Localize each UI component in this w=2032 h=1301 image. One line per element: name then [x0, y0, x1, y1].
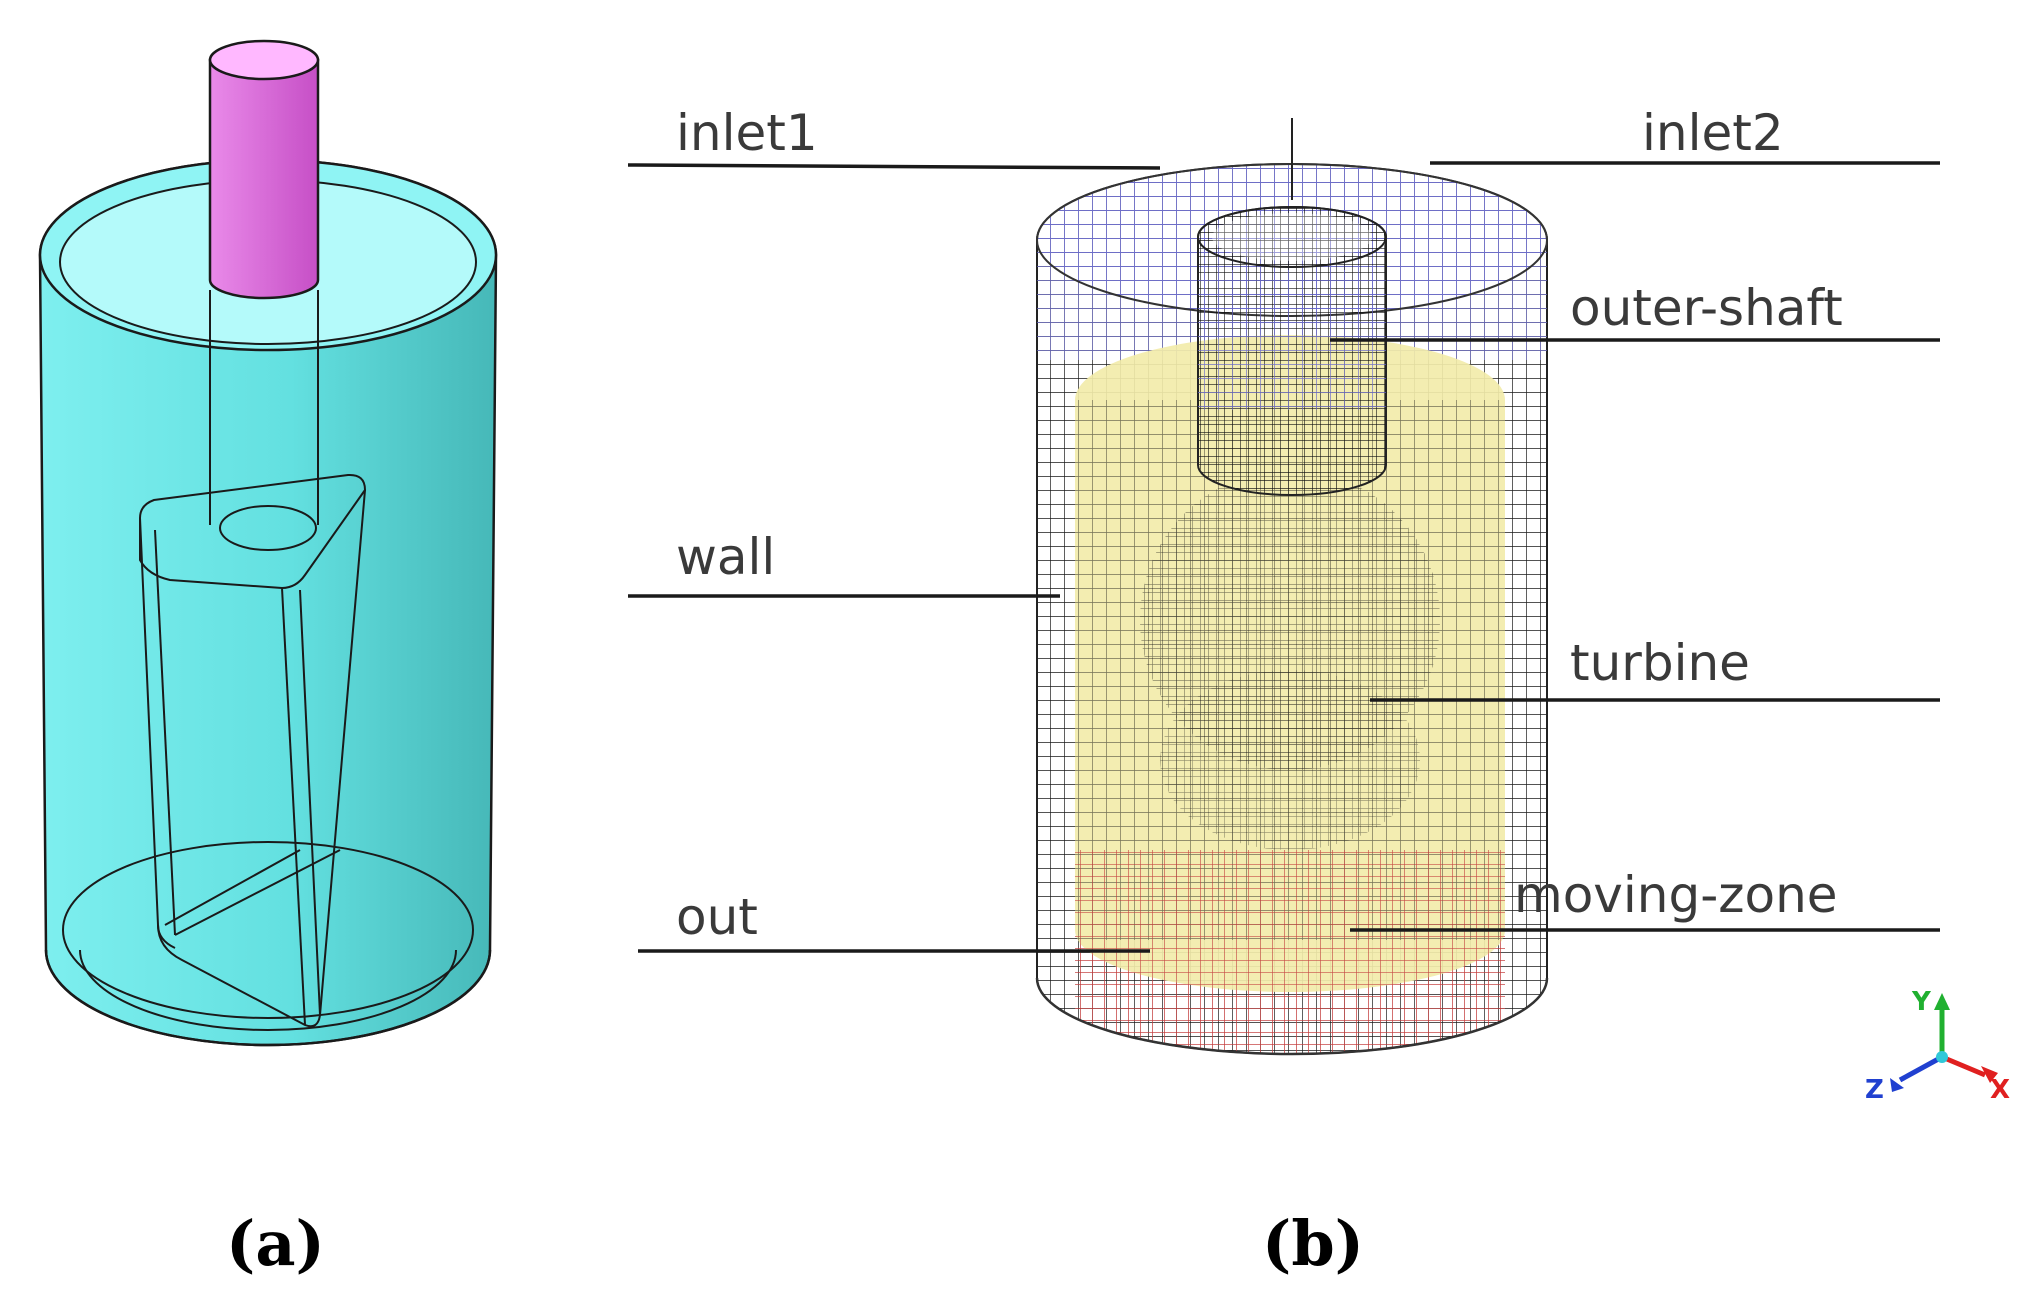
- caption-b: (b): [1262, 1207, 1364, 1280]
- axis-origin: [1936, 1051, 1948, 1063]
- panel-b-mesh: [1035, 118, 1549, 1056]
- axis-triad: Y X Z: [1865, 987, 2010, 1105]
- shaft-inner-line: [209, 290, 319, 525]
- outer-shaft-mesh: [1197, 206, 1387, 496]
- caption-a: (a): [226, 1207, 325, 1280]
- axis-y-label: Y: [1911, 987, 1932, 1017]
- leader-inlet1: [627, 163, 1161, 170]
- label-inlet2: inlet2: [1642, 104, 1784, 162]
- label-out: out: [676, 888, 758, 946]
- label-turbine: turbine: [1570, 634, 1750, 692]
- panel-a-geometry: [38, 39, 498, 1047]
- callouts: [627, 161, 1940, 953]
- label-wall: wall: [676, 528, 775, 586]
- shaft: [208, 58, 320, 300]
- shaft-top: [208, 39, 320, 81]
- vessel-bottom-inner: [62, 841, 474, 1019]
- vessel-bottom-rim: [44, 949, 492, 1047]
- axis-x-label: X: [1990, 1075, 2010, 1105]
- axis-z-label: Z: [1865, 1075, 1884, 1105]
- label-moving-zone: moving-zone: [1514, 866, 1838, 924]
- impeller: [139, 473, 367, 1028]
- label-inlet1: inlet1: [676, 104, 818, 162]
- label-outer-shaft: outer-shaft: [1570, 279, 1843, 337]
